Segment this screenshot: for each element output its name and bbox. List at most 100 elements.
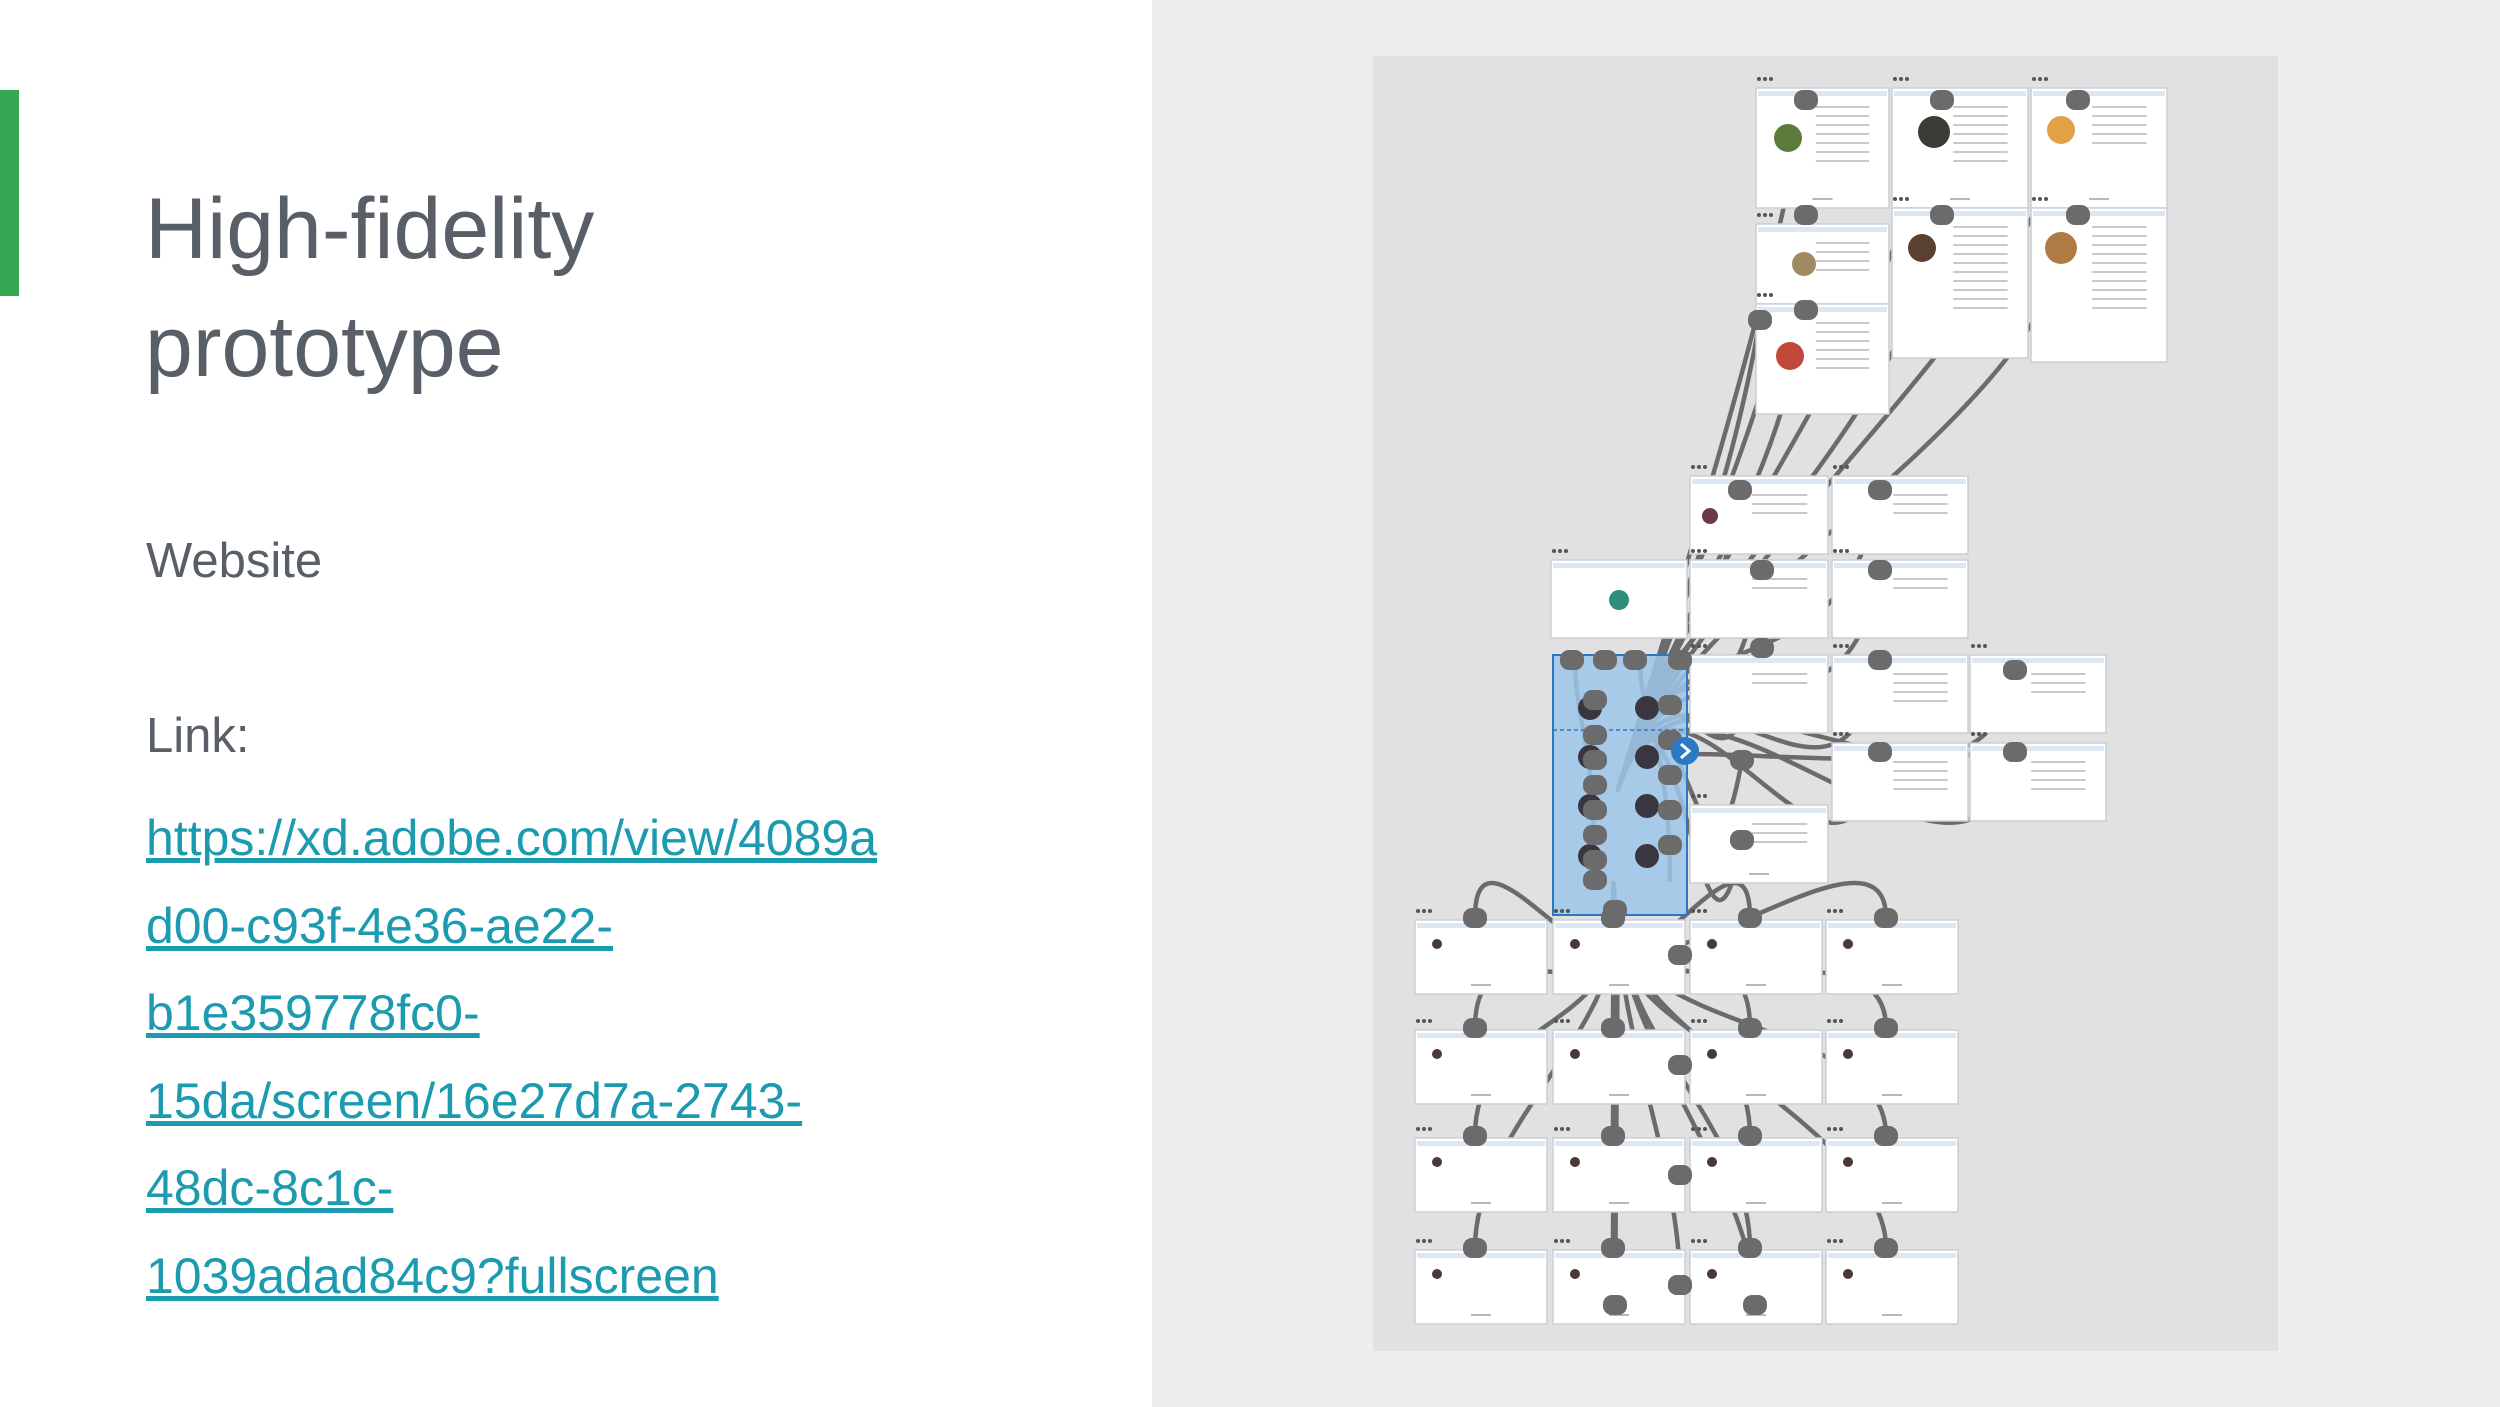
text-line xyxy=(1815,331,1870,333)
link-line[interactable]: 1039adad84c9?fullscreen xyxy=(146,1247,719,1304)
artboard-menu-dot xyxy=(1554,909,1558,913)
artboard-header xyxy=(1758,227,1887,232)
artboard-header xyxy=(1553,563,1685,568)
artboard-menu-dot xyxy=(1691,1127,1695,1131)
connector-tab xyxy=(1738,1238,1762,1258)
connector-tab xyxy=(1794,90,1818,110)
artboard-menu-dot xyxy=(1839,909,1843,913)
artboard xyxy=(1414,1029,1548,1105)
connector-tab xyxy=(1748,310,1772,330)
connector-tab xyxy=(1560,650,1584,670)
text-line xyxy=(2092,133,2147,135)
artboard-header xyxy=(1692,658,1826,663)
link-line[interactable]: https://xd.adobe.com/view/4089a xyxy=(146,810,878,866)
footer-line xyxy=(1609,1094,1629,1096)
link-line[interactable]: 15da/screen/16e27d7a-2743- xyxy=(146,1072,803,1129)
artboard-menu-dot xyxy=(1905,77,1909,81)
connector-tab xyxy=(1668,1055,1692,1075)
text-line xyxy=(1953,115,2008,117)
artboard-menu-dot xyxy=(1697,549,1701,553)
thumbnail xyxy=(1432,1269,1442,1279)
footer-line xyxy=(1882,1314,1902,1316)
text-line xyxy=(2031,788,2086,790)
connector-tab xyxy=(1463,1126,1487,1146)
text-line xyxy=(1752,587,1808,589)
artboard-menu-dot xyxy=(1839,1239,1843,1243)
artboard-header xyxy=(1834,746,1966,751)
artboard-menu-dot xyxy=(1554,1127,1558,1131)
text-line xyxy=(1815,340,1870,342)
text-line xyxy=(2092,271,2147,273)
text-line xyxy=(1815,358,1870,360)
prototype-link[interactable]: https://xd.adobe.com/view/4089a d00-c93f… xyxy=(146,795,976,1320)
connector-tab xyxy=(1463,908,1487,928)
artboard-menu-dot xyxy=(1893,197,1897,201)
thumbnail xyxy=(1570,1049,1580,1059)
artboard-menu-dot xyxy=(2032,77,2036,81)
artboard-menu-dot xyxy=(1428,1239,1432,1243)
artboard-menu-dot xyxy=(2044,197,2048,201)
artboard-menu-dot xyxy=(1977,644,1981,648)
text-line xyxy=(1893,761,1948,763)
artboard-menu-dot xyxy=(1769,293,1773,297)
connector-tab xyxy=(1743,1295,1767,1315)
text-line xyxy=(1752,841,1808,843)
artboard-menu-dot xyxy=(1971,644,1975,648)
artboard-menu-dot xyxy=(1703,794,1707,798)
artboard-menu-dot xyxy=(1552,549,1556,553)
artboard xyxy=(1755,223,1890,305)
artboard-menu-dot xyxy=(1691,794,1695,798)
link-line[interactable]: d00-c93f-4e36-ae22- xyxy=(146,897,613,954)
thumbnail xyxy=(1776,342,1804,370)
artboard-menu-dot xyxy=(1560,1019,1564,1023)
text-line xyxy=(1953,235,2008,237)
artboard-menu-dot xyxy=(1833,909,1837,913)
artboard-menu-dot xyxy=(2032,197,2036,201)
thumbnail xyxy=(2047,116,2075,144)
link-line[interactable]: 48dc-8c1c- xyxy=(146,1160,394,1216)
artboard-menu-dot xyxy=(1697,1127,1701,1131)
artboard-header xyxy=(1972,746,2104,751)
artboard-menu-dot xyxy=(1422,1239,1426,1243)
connector-tab xyxy=(1583,690,1607,710)
artboard-menu-dot xyxy=(1827,1127,1831,1131)
chevron-right-icon xyxy=(1680,742,1692,760)
artboard-menu-dot xyxy=(1839,1127,1843,1131)
thumbnail xyxy=(1702,508,1718,524)
text-line xyxy=(1893,700,1948,702)
connector-tab xyxy=(1583,725,1607,745)
connector-tab xyxy=(1730,750,1754,770)
thumbnail xyxy=(1774,124,1802,152)
text-line xyxy=(2092,124,2147,126)
text-line xyxy=(1953,271,2008,273)
footer-line xyxy=(1746,1094,1766,1096)
artboard-menu-dot xyxy=(1833,549,1837,553)
artboard-menu-dot xyxy=(1845,644,1849,648)
artboard-menu-dot xyxy=(1703,549,1707,553)
text-line xyxy=(2031,761,2086,763)
artboard-menu-dot xyxy=(1833,465,1837,469)
text-line xyxy=(1752,832,1808,834)
footer-line xyxy=(1471,984,1491,986)
artboard-menu-dot xyxy=(2038,197,2042,201)
connector-tab xyxy=(1874,1126,1898,1146)
artboard-header xyxy=(2033,211,2165,216)
artboard-header xyxy=(1834,479,1966,484)
artboard-menu-dot xyxy=(1703,909,1707,913)
artboard-menu-dot xyxy=(1763,293,1767,297)
connector-tab xyxy=(1658,800,1682,820)
text-line xyxy=(2031,691,2086,693)
text-line xyxy=(1815,367,1870,369)
text-line xyxy=(1752,578,1808,580)
connector-tab xyxy=(1601,1126,1625,1146)
artboard-menu-dot xyxy=(1839,1019,1843,1023)
artboard-header xyxy=(1692,808,1826,813)
text-line xyxy=(1752,512,1808,514)
connector-tab xyxy=(1794,300,1818,320)
connector-tab xyxy=(1658,695,1682,715)
text-line xyxy=(2092,106,2147,108)
thumbnail xyxy=(1570,1269,1580,1279)
link-line[interactable]: b1e359778fc0- xyxy=(146,985,480,1041)
text-line xyxy=(1815,133,1870,135)
